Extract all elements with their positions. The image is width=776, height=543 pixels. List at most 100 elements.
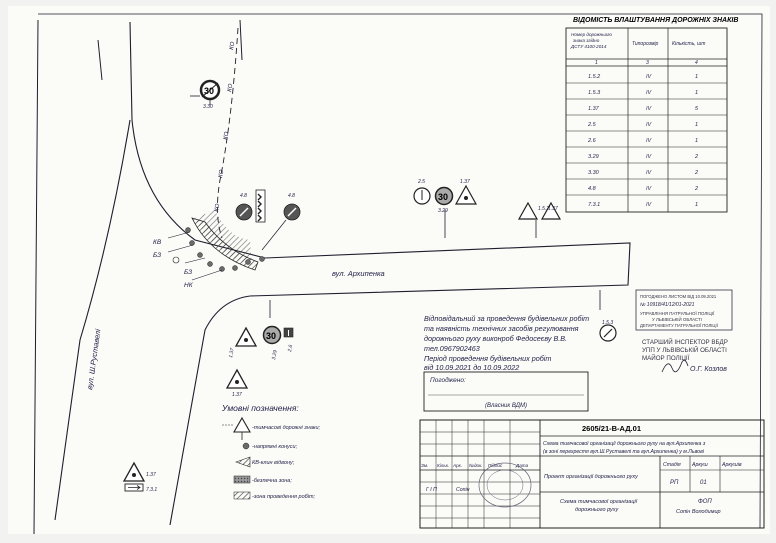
sign-table-cell-size: IV <box>646 186 653 192</box>
sign-cluster-mid: 2.5 30 3.29 1.37 <box>413 179 478 238</box>
svg-text:3.29: 3.29 <box>271 350 279 361</box>
svg-text:Аркуш: Аркуш <box>691 462 708 468</box>
svg-text:2.6: 2.6 <box>287 344 294 353</box>
svg-text:Г І П: Г І П <box>426 487 437 493</box>
sign-table: ВІДОМІСТЬ ВЛАШТУВАННЯ ДОРОЖНІХ ЗНАКІВ Но… <box>565 17 738 213</box>
legend-title: Умовні позначення: <box>221 403 299 413</box>
sign-table-cell-size: IV <box>646 154 653 160</box>
frame-left-line <box>33 19 39 535</box>
svg-text:дорожнього руху: дорожнього руху <box>575 507 619 513</box>
speed-limit-icon <box>262 325 282 345</box>
svg-text:Схема тимчасової організації: Схема тимчасової організації <box>560 499 638 505</box>
ko-label-5: КО <box>214 203 221 212</box>
sign-table-cell-number: 7.3.1 <box>588 202 600 208</box>
svg-text:1.37: 1.37 <box>460 179 470 185</box>
sign-table-cell-count: 2 <box>694 170 698 176</box>
road-edge-rustaveli-south-right <box>169 295 251 526</box>
marker-kv: КВ <box>153 239 162 246</box>
sign-table-cell-count: 1 <box>695 90 698 96</box>
sign-table-cell-number: 1.5.2 <box>588 74 600 80</box>
sign-table-cell-number: 2.6 <box>587 138 597 144</box>
taper-icon <box>235 456 251 468</box>
marker-bz-1: БЗ <box>153 252 161 259</box>
sign-table-cell-number: 3.29 <box>588 154 599 160</box>
sign-table-cell-size: IV <box>646 138 653 144</box>
sign-table-cell-size: IV <box>646 202 653 208</box>
police-stamp: ПОГОДЖЕНО ЛИСТОМ ВІД 10.09.2021 № 10918/… <box>635 289 733 373</box>
ko-label-3: КО <box>223 131 230 140</box>
svg-text:3.29: 3.29 <box>438 208 448 214</box>
svg-text:01: 01 <box>700 480 707 486</box>
title-block: 2605/21-В-АД.01 Схема тимчасової організ… <box>419 419 765 529</box>
svg-text:-тимчасові дорожні знаки;: -тимчасові дорожні знаки; <box>252 425 321 431</box>
svg-text:ДЕПАРТАМЕНТУ ПАТРУЛЬНОЇ ПОЛІЦІ: ДЕПАРТАМЕНТУ ПАТРУЛЬНОЇ ПОЛІЦІЇ <box>640 323 719 328</box>
sign-post-marker <box>172 256 180 264</box>
sign-table-cell-count: 2 <box>694 154 698 160</box>
svg-text:Період проведення будівельних: Період проведення будівельних робіт <box>424 354 551 363</box>
svg-text:та наявність технічних засобів: та наявність технічних засобів регулюван… <box>424 324 579 333</box>
frame-line <box>38 13 763 529</box>
svg-text:1.5.3: 1.5.3 <box>602 320 613 326</box>
svg-text:О.Г. Козлов: О.Г. Козлов <box>690 366 727 373</box>
svg-text:МАЙОР ПОЛІЦІЇ: МАЙОР ПОЛІЦІЇ <box>642 354 690 362</box>
svg-text:№ 10918/41/12/01-2021: № 10918/41/12/01-2021 <box>640 302 695 308</box>
speed-limit-icon <box>434 186 454 206</box>
svg-text:3.30: 3.30 <box>203 104 213 110</box>
responsible-note: Відповідальний за проведення будівельних… <box>424 314 589 372</box>
sign-table-cell-count: 1 <box>695 202 698 208</box>
street-label-arkhypenka: вул. Архипенка <box>332 269 385 278</box>
svg-text:Проект організації дорожнього: Проект організації дорожнього руху <box>544 474 639 480</box>
paper <box>8 6 770 534</box>
sign-table-cell-count: 5 <box>695 106 699 112</box>
sign-table-title: ВІДОМІСТЬ ВЛАШТУВАННЯ ДОРОЖНІХ ЗНАКІВ <box>573 17 738 24</box>
svg-text:РП: РП <box>670 480 679 486</box>
chevron-board-icon <box>255 189 266 223</box>
svg-text:Відповідальний за проведення б: Відповідальний за проведення будівельних… <box>424 314 589 323</box>
svg-text:Сопін Володимир: Сопін Володимир <box>676 509 721 515</box>
svg-text:-безпечна зона;: -безпечна зона; <box>252 478 292 484</box>
svg-text:Схема тимчасової організації д: Схема тимчасової організації дорожнього … <box>543 441 706 447</box>
sign-table-cell-number: 2.5 <box>587 122 597 128</box>
road-edge-rustaveli-north-left <box>129 21 266 259</box>
svg-text:УПРАВЛІННЯ ПАТРУЛЬНОЇ ПОЛІЦІЇ: УПРАВЛІННЯ ПАТРУЛЬНОЇ ПОЛІЦІЇ <box>640 311 715 316</box>
svg-text:-напрямні конуси;: -напрямні конуси; <box>252 444 298 450</box>
roadworks-icon <box>540 201 562 220</box>
svg-text:Аркушів: Аркушів <box>721 462 742 468</box>
sign-330-top: 30 3.30 <box>190 79 221 110</box>
sign-table-cell-number: 3.30 <box>588 170 600 176</box>
road-edge-rustaveli-north-right <box>239 19 243 61</box>
sign-48-right: 4.8 <box>261 193 301 251</box>
svg-text:30: 30 <box>266 331 276 341</box>
svg-text:тел.0967902463: тел.0967902463 <box>424 344 480 353</box>
sign-table-cell-size: IV <box>646 90 653 96</box>
svg-text:1.37: 1.37 <box>548 206 558 212</box>
marker-leaders <box>167 231 223 281</box>
road-narrows-icon <box>517 201 539 220</box>
sign-table-cell-number: 4.8 <box>588 186 597 192</box>
svg-text:1.5.2: 1.5.2 <box>538 206 549 212</box>
sign-cluster-lower: 1.37 30 3.29 2.6 <box>228 300 294 360</box>
roadworks-icon <box>225 368 249 389</box>
svg-text:1.37: 1.37 <box>228 348 236 359</box>
svg-text:3: 3 <box>646 60 649 66</box>
road-network <box>54 19 631 526</box>
svg-text:№док.: №док. <box>469 463 483 468</box>
sign-table-cell-count: 1 <box>695 138 698 144</box>
svg-text:від 10.09.2021 до 10.09.2022: від 10.09.2021 до 10.09.2022 <box>424 363 519 372</box>
sign-26-right: 1.5.3 <box>599 290 617 342</box>
svg-text:УПП У ЛЬВІВСЬКІЙ ОБЛАСТІ: УПП У ЛЬВІВСЬКІЙ ОБЛАСТІ <box>642 346 727 354</box>
drawing-code: 2605/21-В-АД.01 <box>582 424 641 433</box>
roadworks-icon <box>122 461 146 482</box>
svg-text:-зона проведення робіт;: -зона проведення робіт; <box>252 494 316 500</box>
svg-text:(Власник ВДМ): (Власник ВДМ) <box>485 403 527 409</box>
sign-table-cell-size: IV <box>646 74 653 80</box>
marker-bz-2: БЗ <box>184 269 192 276</box>
sign-table-header-size: Типорозмір <box>632 41 659 47</box>
svg-text:(в зоні перехрестя вул.Ш.Руста: (в зоні перехрестя вул.Ш.Руставелі та ву… <box>543 449 705 455</box>
svg-text:4.8: 4.8 <box>240 193 247 199</box>
road-edge-arkhypenka <box>249 242 631 297</box>
sign-137-lone: 1.37 <box>225 368 249 398</box>
svg-text:Арк.: Арк. <box>452 463 462 468</box>
